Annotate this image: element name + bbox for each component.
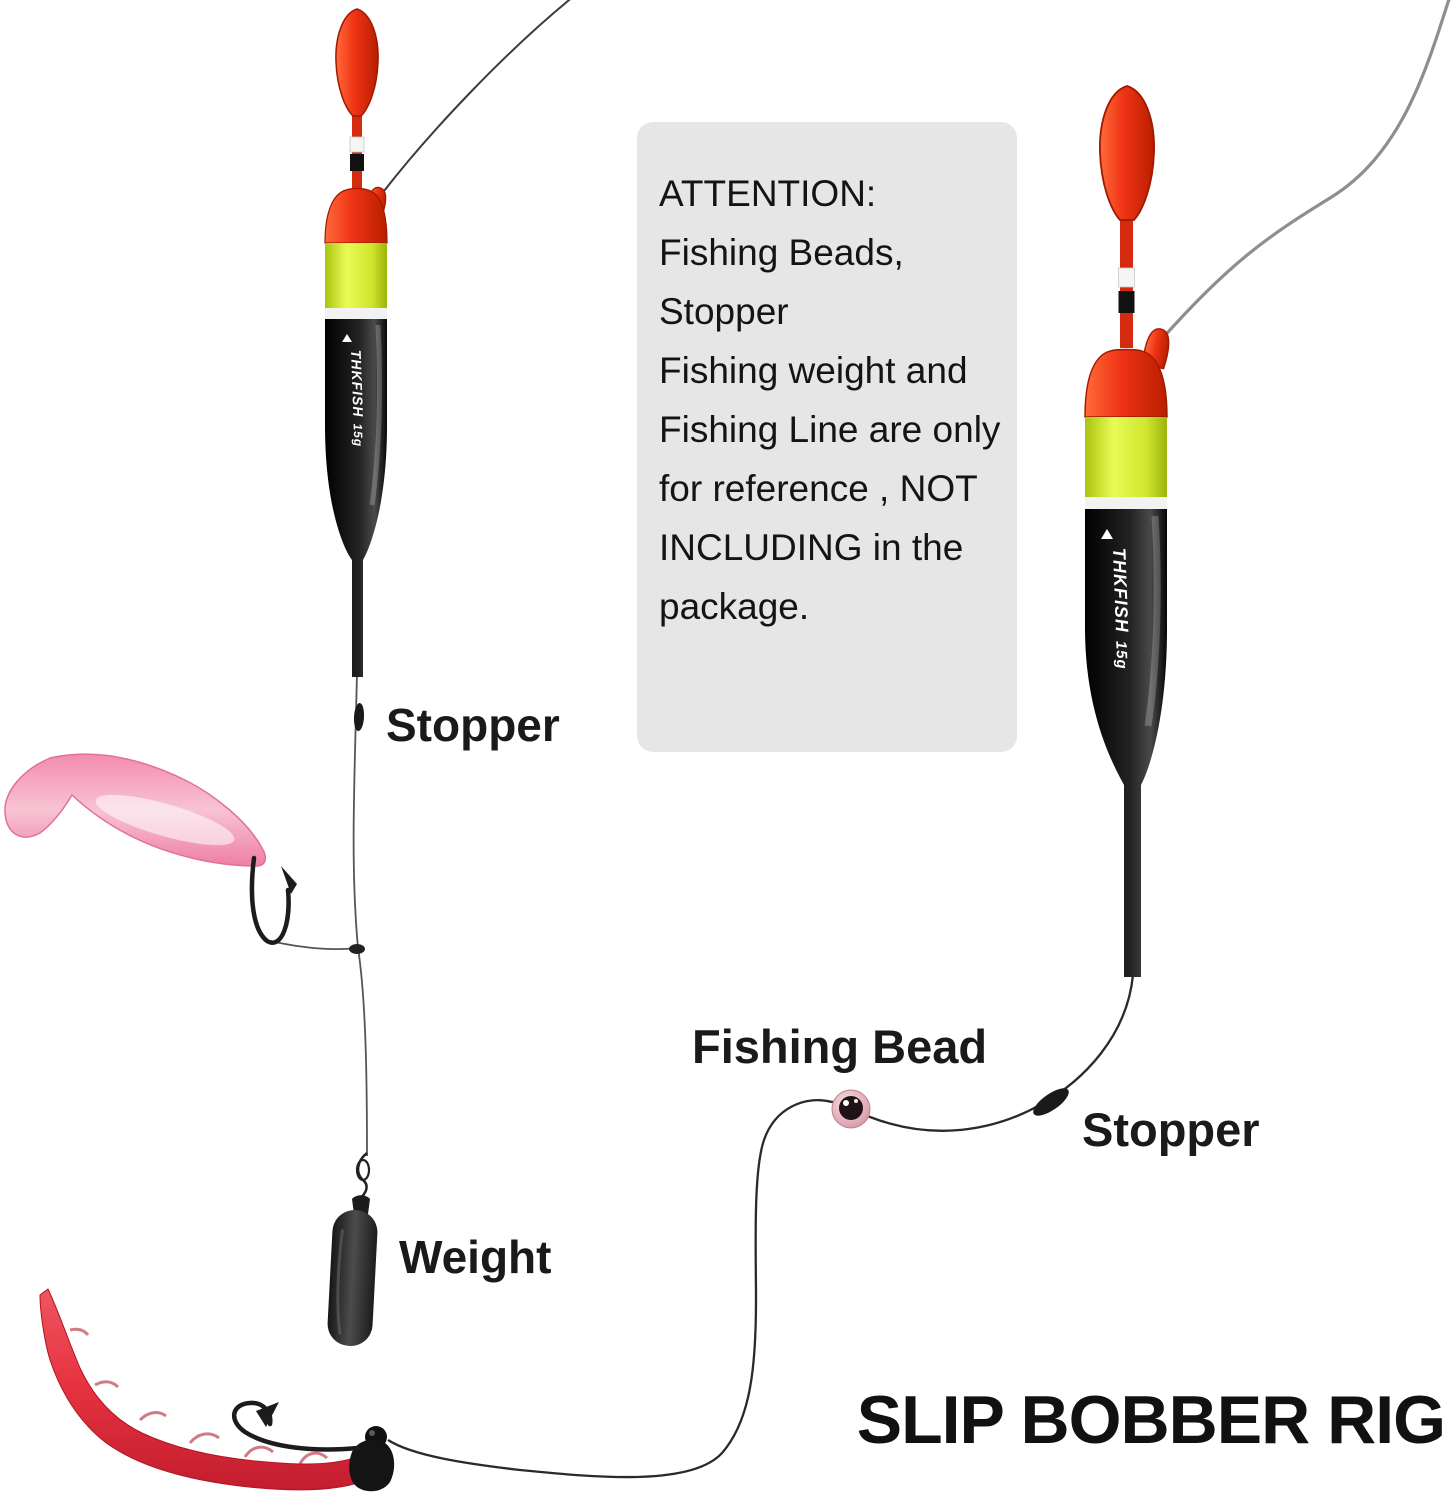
- attention-line: INCLUDING in the: [659, 527, 964, 568]
- label-fishing-bead: Fishing Bead: [692, 1020, 988, 1073]
- right-bobber-top-float: [1099, 85, 1155, 221]
- left-bobber-white-stripe: [325, 308, 387, 319]
- right-slip-bobber: THKFISH15g: [1084, 85, 1170, 977]
- right-rig-lower-line: [387, 974, 1135, 1479]
- left-bobber-top-float: [335, 8, 379, 117]
- right-bobber-dome: [1084, 348, 1168, 418]
- attention-line: Stopper: [659, 291, 789, 332]
- right-bobber-body: [1085, 509, 1167, 977]
- left-bobber-dome: [324, 187, 388, 244]
- left-bobber-white-band: [349, 136, 365, 153]
- attention-line: Fishing Beads,: [659, 232, 904, 273]
- attention-note: ATTENTION: Fishing Beads, Stopper Fishin…: [637, 122, 1017, 752]
- right-bobber-gloss: [1144, 515, 1161, 727]
- left-line-stopper-bead: [353, 703, 365, 731]
- right-line-stopper-bead: [1033, 1088, 1069, 1116]
- hook-point: [281, 866, 297, 894]
- left-bobber-brand-text: THKFISH15g: [348, 350, 367, 448]
- right-bobber-brand-text: THKFISH15g: [1109, 547, 1133, 669]
- thkfish-logo-icon: [1101, 529, 1113, 539]
- weight-body: [327, 1210, 378, 1346]
- label-weight: Weight: [399, 1231, 552, 1283]
- jig-hook: [232, 1400, 361, 1452]
- weight-sinker: [327, 1152, 378, 1346]
- left-rig-hook-leader: [269, 940, 359, 951]
- right-bobber-black-band: [1118, 291, 1135, 313]
- right-rig-top-line: [1159, 0, 1451, 342]
- attention-line: for reference , NOT: [659, 468, 978, 509]
- swimbait-hook: [249, 855, 297, 945]
- label-stopper-right: Stopper: [1082, 1103, 1260, 1156]
- left-bobber-gloss: [369, 324, 383, 506]
- thkfish-logo-icon: [342, 334, 352, 342]
- left-rig-weight-line: [357, 947, 368, 1157]
- hook-point: [256, 1402, 279, 1427]
- fishing-bead: [831, 1089, 871, 1129]
- label-stopper-left: Stopper: [386, 699, 560, 751]
- right-bobber-white-band: [1118, 267, 1135, 288]
- attention-line: package.: [659, 586, 810, 627]
- line-knot: [349, 944, 365, 954]
- right-bobber-yellow-band: [1085, 417, 1167, 497]
- page-title: SLIP BOBBER RIG: [856, 1382, 1446, 1458]
- left-rig-top-line: [383, 0, 571, 192]
- attention-line: ATTENTION:: [659, 173, 877, 214]
- right-bobber-white-stripe: [1085, 497, 1167, 509]
- attention-line: Fishing weight and: [659, 350, 968, 391]
- weight-top-knob: [352, 1195, 370, 1214]
- jig-head: [349, 1426, 395, 1492]
- left-bobber-black-band: [350, 154, 364, 171]
- red-worm-lure: [39, 1288, 373, 1491]
- left-bobber-yellow-band: [325, 243, 387, 308]
- attention-line: Fishing Line are only: [659, 409, 1001, 450]
- pink-swimbait-lure: [4, 753, 267, 867]
- left-bobber-body: [325, 319, 387, 677]
- left-slip-bobber: THKFISH15g: [324, 8, 388, 731]
